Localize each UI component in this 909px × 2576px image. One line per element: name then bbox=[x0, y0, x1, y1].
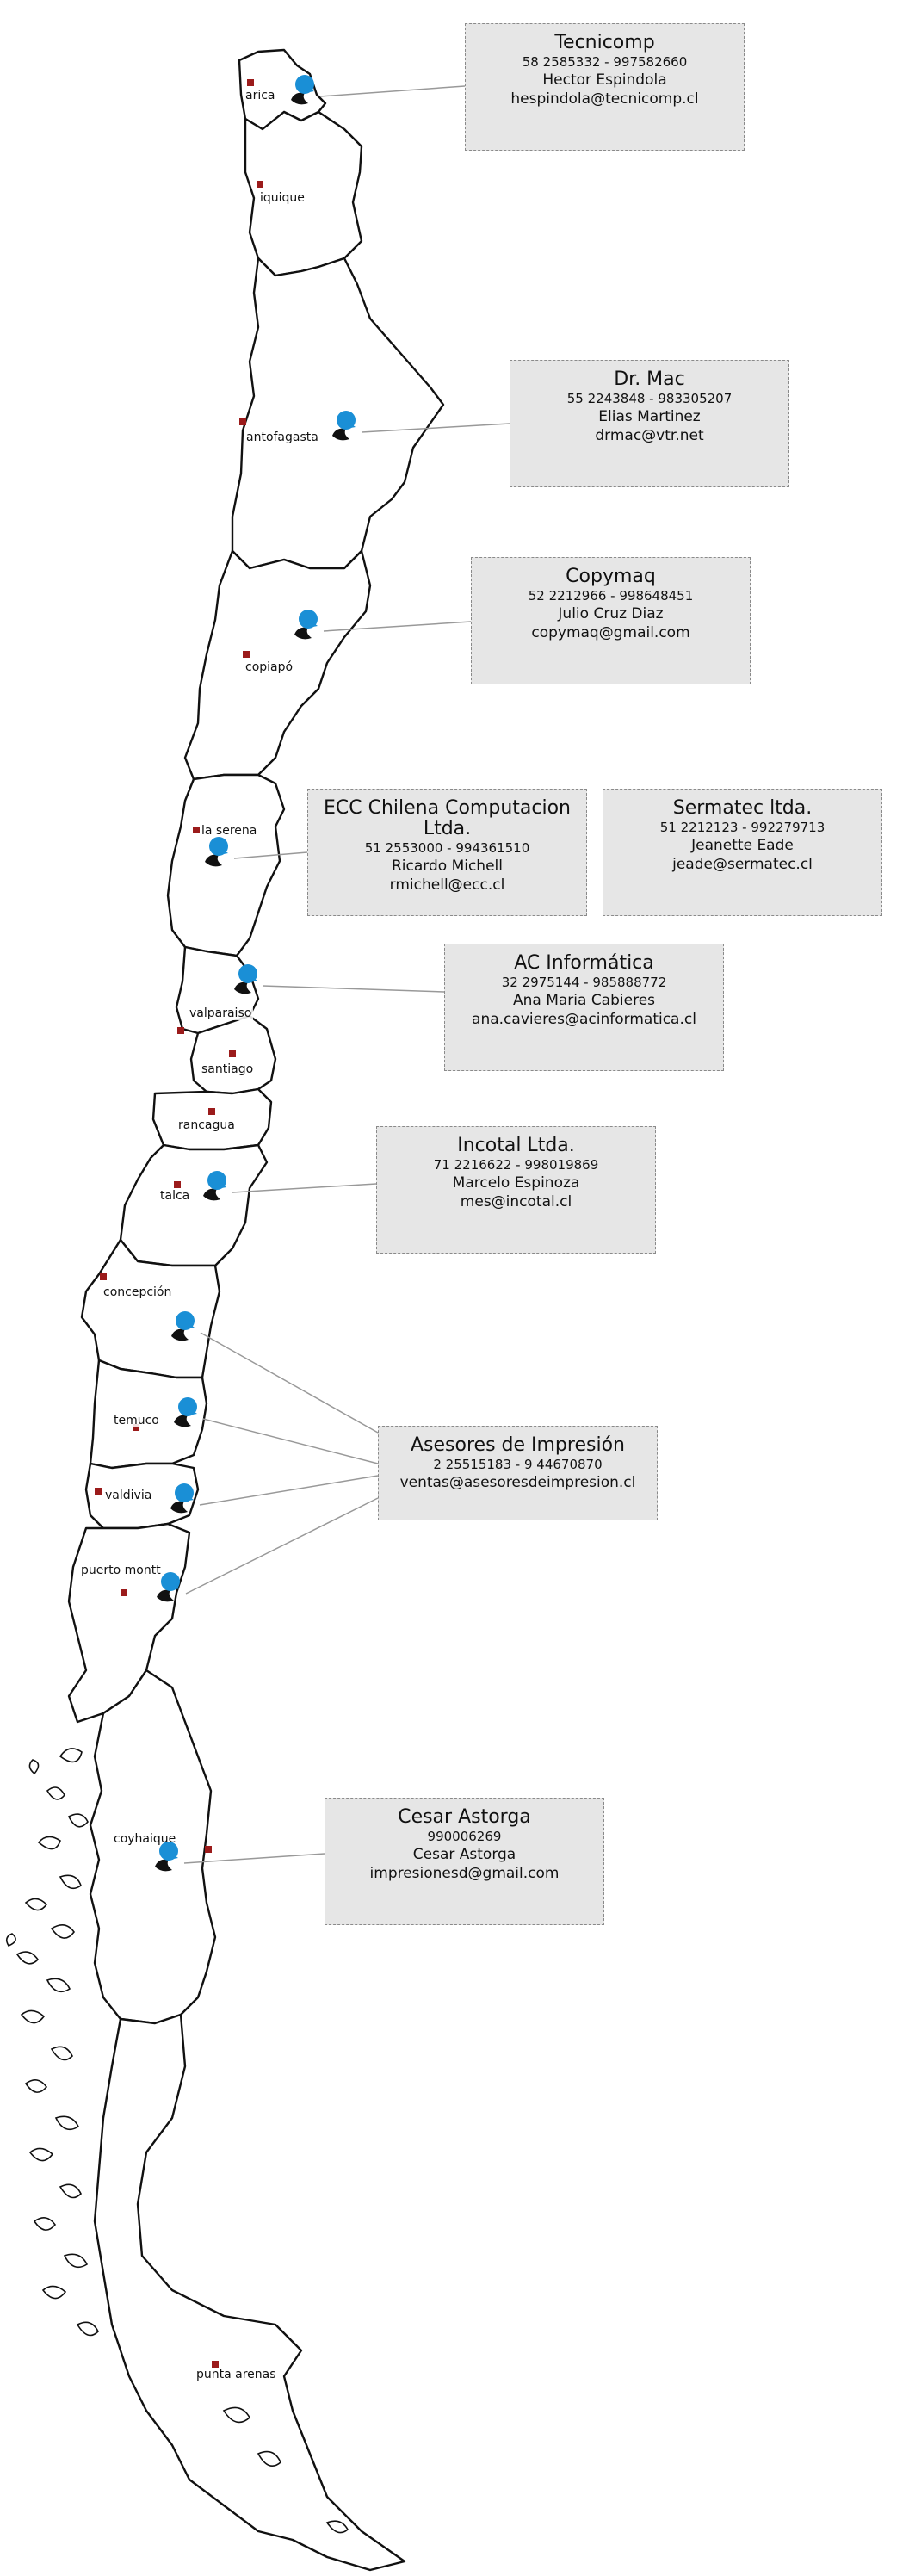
city-marker-rancagua bbox=[208, 1108, 215, 1115]
city-marker-concepcion bbox=[100, 1273, 107, 1280]
dealer-contact: Marcelo Espinoza bbox=[452, 1174, 580, 1192]
city-marker-valparaiso bbox=[177, 1027, 184, 1034]
dealer-contact: Hector Espindola bbox=[542, 71, 667, 89]
city-label-valdivia[interactable]: valdivia bbox=[103, 1489, 154, 1502]
dealer-pin-icon[interactable] bbox=[165, 1481, 200, 1515]
dealer-email[interactable]: hespindola@tecnicomp.cl bbox=[510, 90, 699, 108]
city-label-copiapo[interactable]: copiapó bbox=[244, 660, 295, 674]
dealer-phone: 32 2975144 - 985888772 bbox=[501, 975, 667, 990]
dealer-email[interactable]: jeade@sermatec.cl bbox=[672, 856, 813, 873]
dealer-email[interactable]: mes@incotal.cl bbox=[460, 1193, 572, 1211]
dealer-phone: 55 2243848 - 983305207 bbox=[566, 391, 733, 406]
city-marker-coyhaique bbox=[205, 1846, 212, 1853]
dealer-pin-icon[interactable] bbox=[152, 1570, 186, 1604]
city-label-valparaiso[interactable]: valparaiso bbox=[188, 1006, 254, 1020]
dealer-pin-icon[interactable] bbox=[229, 962, 263, 996]
city-marker-punta-arenas bbox=[212, 2361, 219, 2368]
dealer-card-ecc[interactable]: ECC Chilena Computacion Ltda.51 2553000 … bbox=[307, 789, 587, 916]
city-label-iquique[interactable]: iquique bbox=[258, 191, 306, 205]
dealer-pin-icon[interactable] bbox=[150, 1839, 184, 1873]
dealer-phone: 51 2212123 - 992279713 bbox=[659, 820, 826, 835]
city-label-arica[interactable]: arica bbox=[244, 89, 277, 102]
dealer-contact: Jeanette Eade bbox=[691, 837, 794, 854]
dealer-pin-icon[interactable] bbox=[198, 1168, 232, 1203]
dealer-pin-icon[interactable] bbox=[200, 834, 234, 869]
dealer-pin-icon[interactable] bbox=[286, 72, 320, 107]
dealer-pin-icon[interactable] bbox=[169, 1395, 203, 1429]
city-marker-arica bbox=[247, 79, 254, 86]
region-magallanes bbox=[93, 2013, 406, 2572]
city-marker-valdivia bbox=[95, 1488, 102, 1495]
dealer-name: ECC Chilena Computacion Ltda. bbox=[324, 797, 571, 839]
dealer-email[interactable]: rmichell@ecc.cl bbox=[389, 876, 505, 894]
dealer-pin-icon[interactable] bbox=[166, 1309, 201, 1343]
dealer-contact: Julio Cruz Diaz bbox=[558, 605, 664, 622]
city-label-coyhaique[interactable]: coyhaique bbox=[112, 1832, 178, 1846]
city-label-puerto-montt[interactable]: puerto montt bbox=[79, 1564, 163, 1577]
city-marker-la-serena bbox=[193, 827, 200, 833]
region-coquimbo bbox=[166, 773, 286, 957]
connector-lines bbox=[183, 85, 510, 1864]
dealer-phone: 51 2553000 - 994361510 bbox=[364, 840, 530, 856]
dealer-pin-icon[interactable] bbox=[327, 408, 362, 443]
dealer-name: Incotal Ltda. bbox=[457, 1135, 575, 1156]
city-marker-antofagasta bbox=[239, 418, 246, 425]
dealer-phone: 990006269 bbox=[427, 1829, 502, 1844]
city-marker-temuco bbox=[133, 1424, 139, 1431]
dealer-pin-icon[interactable] bbox=[289, 607, 324, 641]
dealer-email[interactable]: copymaq@gmail.com bbox=[531, 624, 690, 641]
city-label-punta-arenas[interactable]: punta arenas bbox=[195, 2368, 278, 2381]
city-marker-puerto-montt bbox=[121, 1589, 127, 1596]
region-antofagasta bbox=[231, 257, 445, 570]
city-marker-iquique bbox=[257, 181, 263, 188]
city-label-temuco[interactable]: temuco bbox=[112, 1414, 161, 1427]
dealer-name: Dr. Mac bbox=[614, 368, 685, 390]
city-label-rancagua[interactable]: rancagua bbox=[176, 1118, 237, 1132]
dealer-name: Sermatec ltda. bbox=[672, 797, 813, 819]
dealer-phone: 52 2212966 - 998648451 bbox=[528, 588, 694, 604]
city-marker-copiapo bbox=[243, 651, 250, 658]
city-label-antofagasta[interactable]: antofagasta bbox=[244, 430, 320, 444]
dealer-name: AC Informática bbox=[514, 952, 654, 974]
region-maule bbox=[119, 1143, 269, 1267]
dealer-email[interactable]: drmac@vtr.net bbox=[595, 427, 704, 444]
dealer-name: Asesores de Impresión bbox=[411, 1434, 625, 1456]
city-label-concepcion[interactable]: concepción bbox=[102, 1285, 174, 1299]
dealer-phone: 2 25515183 - 9 44670870 bbox=[433, 1457, 603, 1472]
dealer-name: Copymaq bbox=[566, 566, 656, 587]
dealer-phone: 58 2585332 - 997582660 bbox=[522, 54, 688, 70]
dealer-name: Tecnicomp bbox=[554, 32, 655, 53]
city-marker-santiago bbox=[229, 1050, 236, 1057]
dealer-contact: Ricardo Michell bbox=[391, 858, 503, 875]
dealer-contact: Elias Martinez bbox=[598, 408, 701, 425]
city-marker-talca bbox=[174, 1181, 181, 1188]
dealer-contact: Cesar Astorga bbox=[412, 1846, 516, 1863]
dealer-contact: Ana Maria Cabieres bbox=[512, 992, 656, 1009]
city-label-santiago[interactable]: santiago bbox=[200, 1062, 256, 1076]
city-label-talca[interactable]: talca bbox=[158, 1189, 192, 1203]
dealer-phone: 71 2216622 - 998019869 bbox=[433, 1157, 599, 1173]
dealer-email[interactable]: impresionesd@gmail.com bbox=[369, 1865, 560, 1882]
dealer-name: Cesar Astorga bbox=[398, 1806, 531, 1828]
dealer-email[interactable]: ana.cavieres@acinformatica.cl bbox=[472, 1011, 696, 1028]
region-aysen bbox=[89, 1669, 217, 2025]
city-label-la-serena[interactable]: la serena bbox=[200, 824, 259, 838]
dealer-email[interactable]: ventas@asesoresdeimpresion.cl bbox=[399, 1474, 636, 1491]
